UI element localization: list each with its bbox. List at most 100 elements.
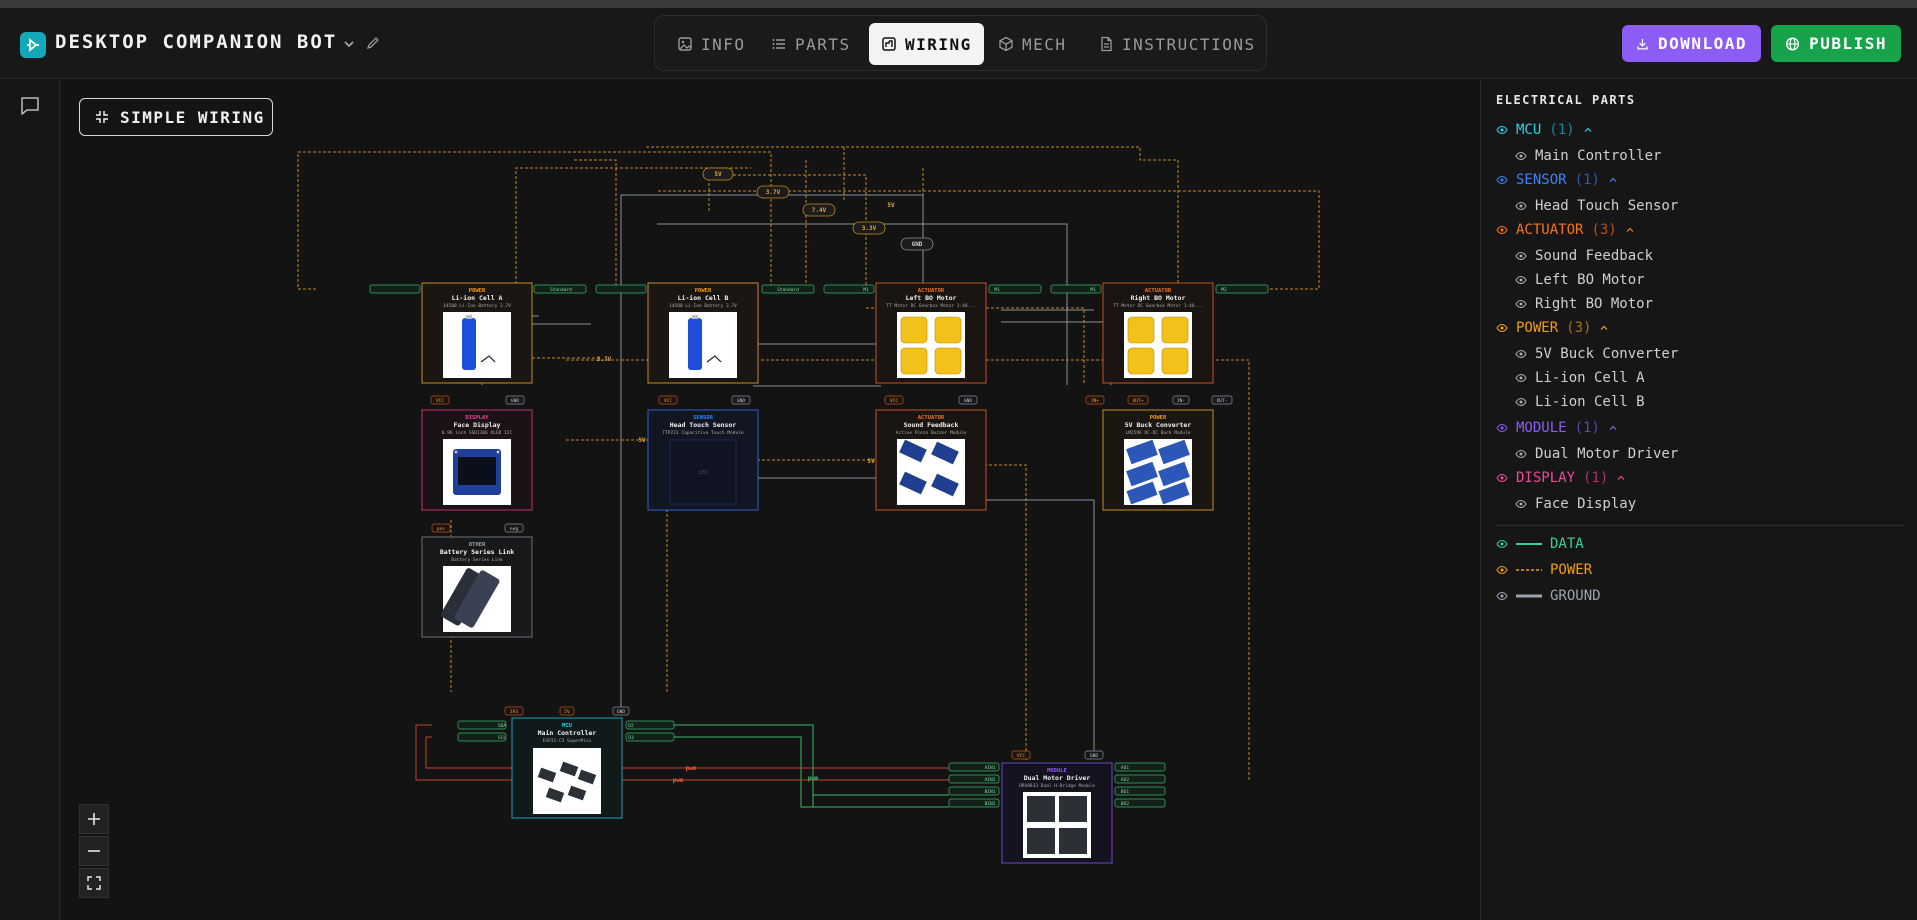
chevron-up-icon[interactable] [1608, 175, 1618, 185]
tab-parts[interactable]: PARTS [759, 23, 863, 65]
eye-icon[interactable] [1496, 472, 1508, 484]
simple-wiring-button[interactable]: SIMPLE WIRING [79, 98, 273, 136]
part-item-sound-feedback[interactable]: Sound Feedback [1515, 248, 1653, 264]
chat-icon[interactable] [19, 95, 41, 117]
eye-icon[interactable] [1515, 250, 1527, 262]
eye-icon[interactable] [1496, 224, 1508, 236]
part-item-dual-motor-driver[interactable]: Dual Motor Driver [1515, 446, 1678, 462]
download-button[interactable]: DOWNLOAD [1622, 25, 1761, 62]
category-power[interactable]: POWER (3) [1496, 320, 1609, 336]
part-label: 5V Buck Converter [1535, 346, 1679, 362]
buck-module-image-icon [1126, 439, 1190, 505]
tab-info-label: INFO [701, 34, 746, 54]
eye-icon[interactable] [1515, 396, 1527, 408]
part-item-li-ion-cell-a[interactable]: Li-ion Cell A [1515, 370, 1645, 386]
cube-icon [999, 36, 1013, 52]
component-subtitle: TT Motor DC Gearbox Motor 1:48... [886, 303, 975, 309]
chevron-up-icon[interactable] [1616, 473, 1626, 483]
eye-icon[interactable] [1515, 200, 1527, 212]
fit-view-icon [87, 876, 101, 890]
category-sensor[interactable]: SENSOR (1) [1496, 172, 1618, 188]
component-head-touch-sensor[interactable]: SENSOR Head Touch Sensor TTP223 Capaciti… [647, 409, 759, 511]
eye-icon[interactable] [1496, 538, 1508, 550]
component-battery-series-link[interactable]: OTHER Battery Series Link Battery Series… [421, 536, 533, 638]
download-icon [1637, 38, 1648, 49]
app-logo-icon[interactable] [20, 32, 46, 58]
eye-icon[interactable] [1515, 298, 1527, 310]
chevron-up-icon[interactable] [1625, 225, 1635, 235]
svg-text:BIN2: BIN2 [985, 801, 996, 807]
component-main-controller[interactable]: MCU Main Controller ESP32-C3 SuperMini [511, 717, 623, 819]
eye-icon[interactable] [1496, 124, 1508, 136]
chevron-up-icon[interactable] [1599, 323, 1609, 333]
component-li-ion-cell-a[interactable]: POWER Li-ion Cell A 14500 Li-Ion Battery… [421, 282, 533, 384]
publish-button[interactable]: PUBLISH [1771, 25, 1901, 62]
part-item-right-bo-motor[interactable]: Right BO Motor [1515, 296, 1653, 312]
eye-icon[interactable] [1496, 564, 1508, 576]
part-item-face-display[interactable]: Face Display [1515, 496, 1636, 512]
category-count: (3) [1591, 222, 1617, 238]
part-label: Face Display [1535, 496, 1637, 512]
eye-icon[interactable] [1515, 348, 1527, 360]
wire-label: pwm [673, 777, 684, 784]
eye-icon[interactable] [1496, 422, 1508, 434]
component-name: Main Controller [538, 729, 597, 737]
part-item-head-touch-sensor[interactable]: Head Touch Sensor [1515, 198, 1678, 214]
eye-icon[interactable] [1496, 174, 1508, 186]
pin-badges-mcu: 3V3 5V GND SDA SCL D2 D3 [457, 706, 675, 742]
svg-text:VCC: VCC [1017, 753, 1025, 759]
legend-power[interactable]: POWER [1496, 562, 1592, 578]
component-5v-buck-converter[interactable]: POWER 5V Buck Converter LM2596 DC-DC Buc… [1102, 409, 1214, 511]
category-name: SENSOR [1516, 172, 1567, 188]
category-display[interactable]: DISPLAY (1) [1496, 470, 1626, 486]
part-item-left-bo-motor[interactable]: Left BO Motor [1515, 272, 1645, 288]
component-right-bo-motor[interactable]: ACTUATOR Right BO Motor TT Motor DC Gear… [1102, 282, 1214, 384]
top-row-connectors: Standard Standard M1 M1 M1 M2 [369, 284, 1269, 294]
category-mcu[interactable]: MCU (1) [1496, 122, 1593, 138]
category-module[interactable]: MODULE (1) [1496, 420, 1618, 436]
component-dual-motor-driver[interactable]: MODULE Dual Motor Driver DRV8833 Dual H-… [1001, 762, 1113, 864]
component-li-ion-cell-b[interactable]: POWER Li-ion Cell B 14500 Li-Ion Battery… [647, 282, 759, 384]
eye-icon[interactable] [1515, 150, 1527, 162]
eye-icon[interactable] [1515, 372, 1527, 384]
chevron-up-icon[interactable] [1583, 125, 1593, 135]
left-sidebar [0, 80, 60, 920]
wiring-canvas[interactable]: .pw { stroke:#c98a1c; stroke-width:1; fi… [61, 80, 1480, 920]
component-sound-feedback[interactable]: ACTUATOR Sound Feedback Active Piezo Buz… [875, 409, 987, 511]
component-left-bo-motor[interactable]: ACTUATOR Left BO Motor TT Motor DC Gearb… [875, 282, 987, 384]
legend-data[interactable]: DATA [1496, 536, 1584, 552]
project-title[interactable]: DESKTOP COMPANION BOT [55, 31, 338, 53]
chevron-down-icon[interactable] [342, 37, 356, 51]
edit-pencil-icon[interactable] [365, 35, 381, 51]
eye-icon[interactable] [1515, 274, 1527, 286]
wire-label: 3.3V [862, 225, 877, 232]
eye-icon[interactable] [1496, 322, 1508, 334]
eye-icon[interactable] [1515, 498, 1527, 510]
legend-ground[interactable]: GROUND [1496, 588, 1601, 604]
zoom-in-button[interactable] [79, 804, 109, 834]
part-item-main-controller[interactable]: Main Controller [1515, 148, 1661, 164]
panel-title: ELECTRICAL PARTS [1496, 93, 1636, 107]
tab-mech[interactable]: MECH [986, 23, 1079, 65]
pin-label: M1 [863, 287, 869, 293]
eye-icon[interactable] [1496, 590, 1508, 602]
wire-label: 3.7V [766, 189, 781, 196]
tab-wiring[interactable]: WIRING [869, 23, 984, 65]
svg-text:GND: GND [964, 398, 972, 404]
category-actuator[interactable]: ACTUATOR (3) [1496, 222, 1635, 238]
component-face-display[interactable]: DISPLAY Face Display 0.96 inch SSD1306 O… [421, 409, 533, 511]
zoom-out-button[interactable] [79, 836, 109, 866]
eye-icon[interactable] [1515, 448, 1527, 460]
motor-image-icon [1127, 316, 1189, 375]
tab-info[interactable]: INFO [665, 23, 758, 65]
battery-image-icon [462, 315, 496, 370]
part-item-5v-buck-converter[interactable]: 5V Buck Converter [1515, 346, 1678, 362]
wire-label: 5V [867, 458, 875, 465]
part-item-li-ion-cell-b[interactable]: Li-ion Cell B [1515, 394, 1645, 410]
tab-instructions[interactable]: INSTRUCTIONS [1086, 23, 1268, 65]
svg-text:neg: neg [510, 527, 518, 532]
part-label: Li-ion Cell A [1535, 370, 1645, 386]
component-subtitle: 0.96 inch SSD1306 OLED I2C [442, 430, 513, 436]
chevron-up-icon[interactable] [1608, 423, 1618, 433]
fit-view-button[interactable] [79, 868, 109, 898]
